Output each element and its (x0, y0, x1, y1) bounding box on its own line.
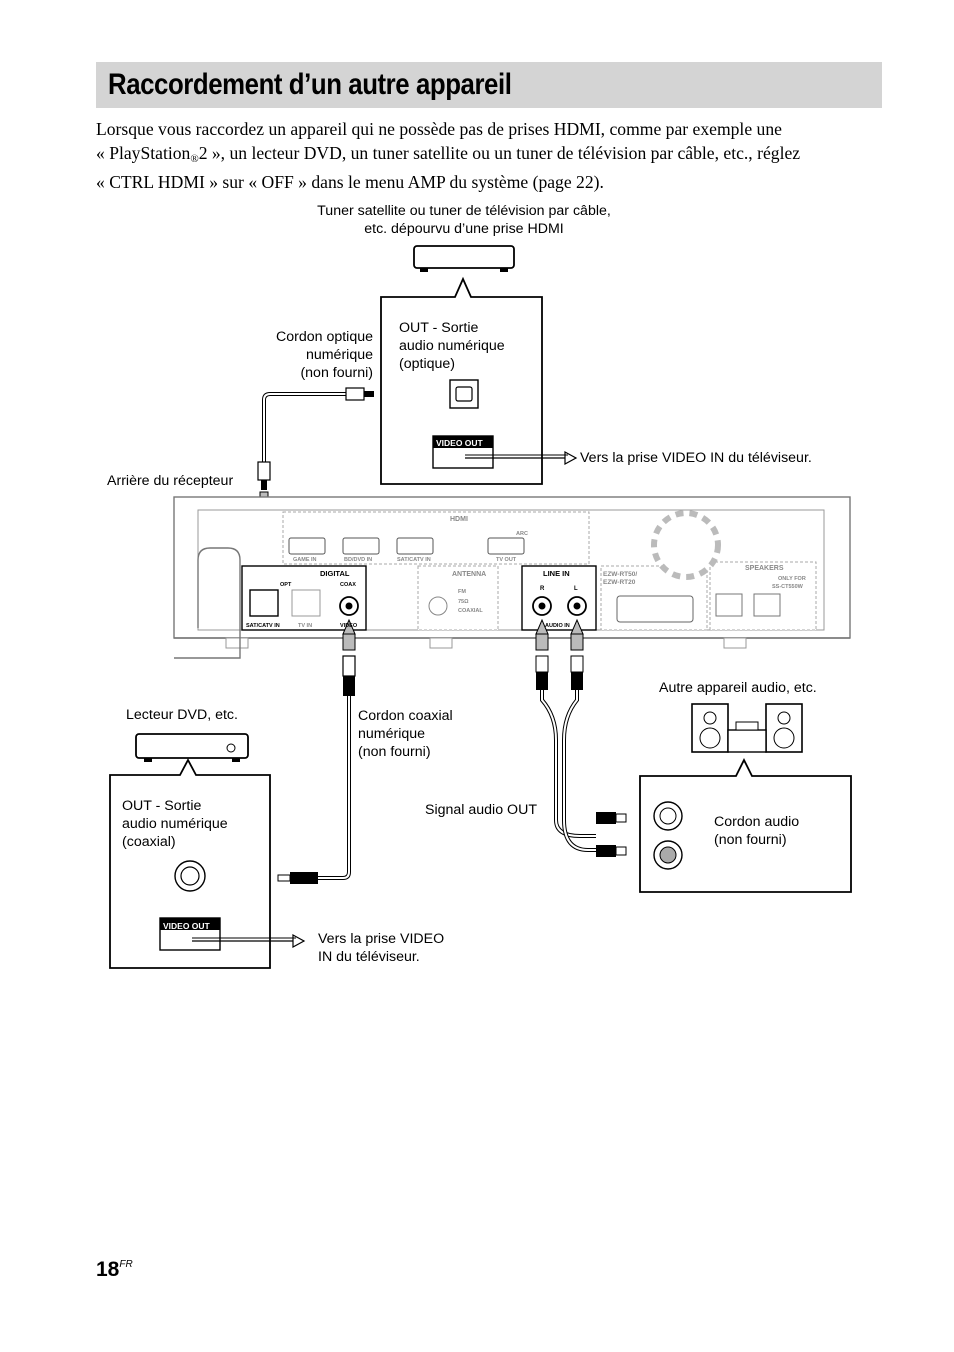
svg-text:SAT/CATV IN: SAT/CATV IN (246, 623, 280, 629)
audio-cord-label: Cordon audio (non fourni) (714, 814, 800, 849)
receiver-rear-label: Arrière du récepteur (107, 473, 234, 489)
optical-cable (257, 387, 374, 490)
svg-text:SS-CT550W: SS-CT550W (772, 584, 804, 590)
svg-text:SAT/CATV IN: SAT/CATV IN (397, 557, 431, 563)
svg-text:ONLY FOR: ONLY FOR (778, 576, 806, 582)
svg-text:75Ω: 75Ω (458, 599, 469, 605)
section-heading: Raccordement d’un autre appareil (108, 68, 512, 101)
audio-callout-box (639, 757, 852, 893)
svg-text:AUDIO IN: AUDIO IN (545, 623, 570, 629)
svg-text:COAXIAL: COAXIAL (458, 608, 483, 614)
coaxial-cord-label: Cordon coaxial numérique (non fourni) (358, 708, 453, 761)
section-heading-bar: Raccordement d’un autre appareil (96, 62, 882, 108)
receiver-panel-labels: HDMI GAME IN BD/DVD IN SAT/CATV IN TV OU… (163, 438, 806, 931)
svg-text:VIDEO OUT: VIDEO OUT (163, 921, 211, 931)
signal-audio-out-label: Signal audio OUT (425, 802, 537, 818)
svg-text:GAME IN: GAME IN (293, 557, 317, 563)
intro-line-2-post: 2 », un lecteur DVD, un tuner satellite … (198, 142, 801, 163)
tuner-callout-box (380, 276, 543, 485)
optical-cord-label: Cordon optique numérique (non fourni) (275, 329, 373, 382)
coax-out-label: OUT - Sortie audio numérique (coaxial) (122, 798, 228, 851)
rca-audio-cable (535, 618, 627, 857)
audio-system-icon (691, 703, 803, 753)
other-audio-label: Autre appareil audio, etc. (659, 680, 817, 696)
tuner-device-icon (413, 245, 515, 272)
svg-text:TV OUT: TV OUT (496, 557, 517, 563)
intro-line-2: « PlayStation®2 », un lecteur DVD, un tu… (96, 142, 886, 172)
svg-text:R: R (540, 586, 545, 592)
dvd-player-icon (135, 733, 249, 762)
intro-line-1: Lorsque vous raccordez un appareil qui n… (96, 119, 782, 139)
svg-text:TV IN: TV IN (298, 623, 312, 629)
svg-text:EZW-RT20: EZW-RT20 (603, 579, 636, 586)
svg-text:EZW-RT50/: EZW-RT50/ (603, 571, 637, 578)
tuner-to-tv-label: Vers la prise VIDEO IN du téléviseur. (580, 450, 812, 466)
svg-text:COAX: COAX (340, 582, 356, 588)
svg-text:LINE IN: LINE IN (543, 569, 570, 578)
svg-text:VIDEO: VIDEO (340, 623, 358, 629)
intro-paragraph: Lorsque vous raccordez un appareil qui n… (96, 118, 886, 195)
intro-line-2-pre: « PlayStation (96, 142, 191, 163)
page-suffix: FR (119, 1259, 133, 1270)
dvd-to-tv-label: Vers la prise VIDEO IN du téléviseur. (318, 931, 445, 966)
svg-text:DIGITAL: DIGITAL (320, 569, 350, 578)
svg-text:SPEAKERS: SPEAKERS (745, 565, 784, 572)
svg-text:VIDEO OUT: VIDEO OUT (436, 438, 484, 448)
coaxial-cable (277, 618, 356, 884)
page-number: 18FR (96, 1258, 133, 1281)
svg-text:ARC: ARC (516, 531, 528, 537)
svg-text:FM: FM (458, 589, 466, 595)
tuner-label: Tuner satellite ou tuner de télévision p… (317, 203, 611, 238)
dvd-callout-box (109, 758, 271, 969)
svg-text:HDMI: HDMI (450, 516, 468, 523)
svg-text:L: L (574, 586, 578, 592)
svg-text:BD/DVD IN: BD/DVD IN (344, 557, 372, 563)
dvd-player-label: Lecteur DVD, etc. (126, 707, 238, 723)
svg-text:ANTENNA: ANTENNA (452, 571, 486, 578)
svg-text:OPT: OPT (280, 582, 292, 588)
registered-mark: ® (190, 152, 199, 165)
receiver-rear-panel (173, 496, 851, 659)
optical-out-label: OUT - Sortie audio numérique (optique) (399, 320, 505, 373)
intro-line-3: « CTRL HDMI » sur « OFF » dans le menu A… (96, 172, 604, 192)
